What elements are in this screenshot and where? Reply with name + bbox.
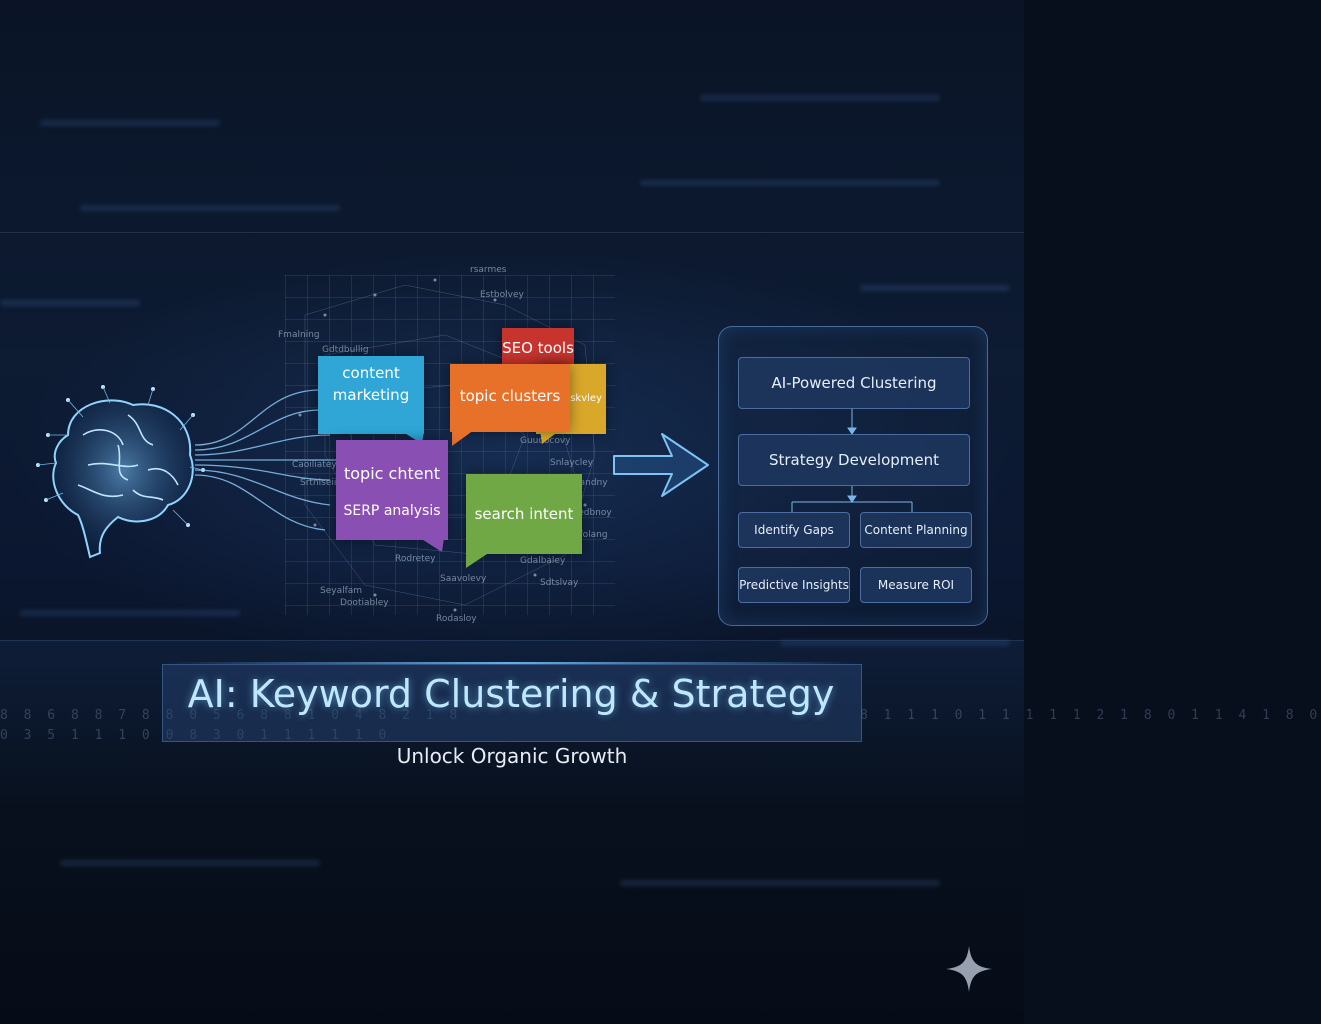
title-glow-line [162, 662, 860, 664]
bubble-tail [452, 430, 474, 446]
bubble-tail [420, 538, 444, 552]
cloud-fragment: Fmalning [278, 330, 320, 340]
cloud-fragment: Rodasloy [436, 614, 477, 624]
keyword-seo-tools: SEO tools [502, 328, 574, 368]
sparkle-icon [946, 946, 992, 992]
binary-digits-left-2: 0 3 5 1 1 1 0 0 8 3 0 1 1 1 1 1 0 [0, 728, 391, 743]
keyword-search-intent: search intent [466, 474, 582, 554]
node-ai-powered-clustering: AI-Powered Clustering [738, 357, 970, 409]
cloud-fragment: Rodretey [395, 554, 436, 564]
bubble-tail [540, 430, 560, 444]
cloud-fragment: Seyalfam [320, 586, 363, 596]
page-subtitle: Unlock Organic Growth [396, 744, 628, 768]
cloud-fragment: Srtniseiic [300, 478, 342, 488]
arrow-right-icon [613, 433, 709, 497]
binary-digits-right: 8 1 1 1 0 1 1 1 1 1 2 1 8 0 1 1 4 1 8 0 [860, 708, 1321, 723]
node-strategy-development: Strategy Development [738, 434, 970, 486]
keyword-content-marketing: content marketing [318, 356, 424, 434]
node-identify-gaps: Identify Gaps [738, 512, 850, 548]
bubble-tail [466, 552, 490, 568]
cloud-fragment: Sadlfolang [560, 530, 608, 540]
keyword-serp-analysis: SERP analysis [343, 503, 441, 519]
cloud-fragment: Saavolevy [440, 574, 487, 584]
keyword-topic-content: topic chtent SERP analysis [336, 440, 448, 540]
cloud-fragment: Caoiliatey [292, 460, 337, 470]
cloud-fragment: Gdtdbullig [322, 345, 369, 355]
strategy-connectors [791, 408, 913, 512]
node-measure-roi: Measure ROI [860, 567, 972, 603]
page-title: AI: Keyword Clustering & Strategy [187, 672, 835, 716]
floor-glow [0, 640, 1024, 810]
binary-digits-left: 8 8 6 8 8 7 8 8 0 5 6 8 8 1 0 4 8 2 1 8 [0, 708, 462, 723]
cloud-fragment: Dootiabley [340, 598, 389, 608]
keyword-topic-clusters: topic clusters [450, 364, 570, 432]
cloud-fragment: Snlaycley [550, 458, 594, 468]
cloud-fragment: Estbolvey [480, 290, 524, 300]
cloud-fragment: rsarmes [470, 265, 507, 275]
brain-icon [36, 385, 205, 559]
title-banner [162, 664, 862, 742]
cloud-fragment: Gdalbaley [520, 556, 566, 566]
cloud-fragment: Gdeedbnoy [560, 508, 612, 518]
node-content-planning: Content Planning [860, 512, 972, 548]
connection-lines [194, 389, 340, 531]
cloud-fragment: Sdtslvay [540, 578, 579, 588]
node-predictive-insights: Predictive Insights [738, 567, 850, 603]
